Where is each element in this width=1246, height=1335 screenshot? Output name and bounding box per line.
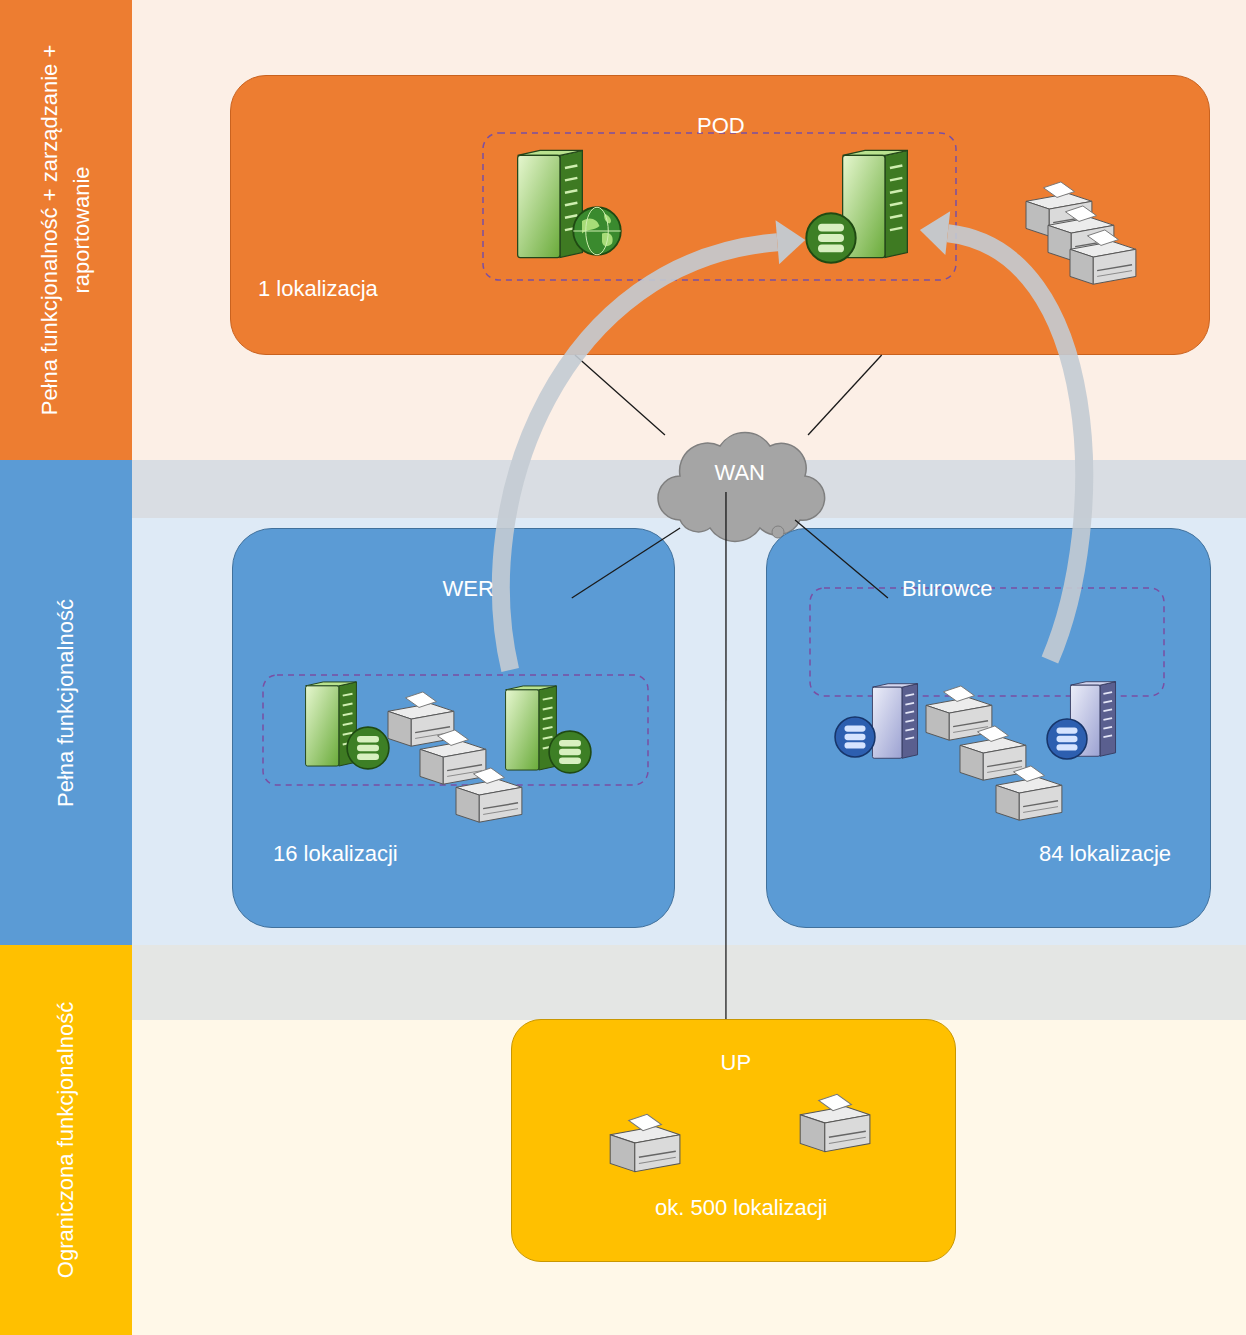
link-line bbox=[572, 528, 680, 598]
site-name: WER bbox=[443, 576, 494, 602]
site-count: 1 lokalizacja bbox=[258, 276, 378, 302]
flow-arrow-shaft bbox=[948, 233, 1084, 660]
site-count: 84 lokalizacje bbox=[1039, 841, 1171, 867]
side-band: Pełna funkcjonalność + zarządzanie + rap… bbox=[0, 0, 132, 460]
network-link bbox=[795, 520, 888, 598]
link-line bbox=[725, 492, 726, 1019]
site-count: ok. 500 lokalizacji bbox=[655, 1195, 827, 1221]
band-label: Pełna funkcjonalność bbox=[50, 490, 82, 915]
site-name: POD bbox=[697, 113, 745, 139]
network-link bbox=[572, 528, 680, 598]
arrow-head bbox=[920, 211, 950, 255]
side-band: Pełna funkcjonalność bbox=[0, 460, 132, 945]
site-box: UP ok. 500 lokalizacji bbox=[511, 1019, 956, 1262]
network-link bbox=[575, 355, 665, 435]
arrow-head bbox=[776, 220, 806, 264]
site-name: UP bbox=[721, 1050, 752, 1076]
site-name: Biurowce bbox=[902, 576, 992, 602]
link-line bbox=[795, 520, 888, 598]
flow-arrow bbox=[920, 211, 1084, 660]
band-label: Ograniczona funkcjonalność bbox=[50, 975, 82, 1305]
link-line bbox=[575, 355, 665, 435]
site-count: 16 lokalizacji bbox=[273, 841, 398, 867]
side-band: Ograniczona funkcjonalność bbox=[0, 945, 132, 1335]
band-label: Pełna funkcjonalność + zarządzanie + rap… bbox=[34, 30, 98, 430]
network-link bbox=[725, 492, 726, 1019]
site-name: WAN bbox=[715, 460, 766, 486]
network-link bbox=[808, 355, 882, 435]
flow-arrow-shaft bbox=[501, 242, 777, 670]
link-line bbox=[808, 355, 882, 435]
flow-arrow bbox=[501, 220, 805, 670]
